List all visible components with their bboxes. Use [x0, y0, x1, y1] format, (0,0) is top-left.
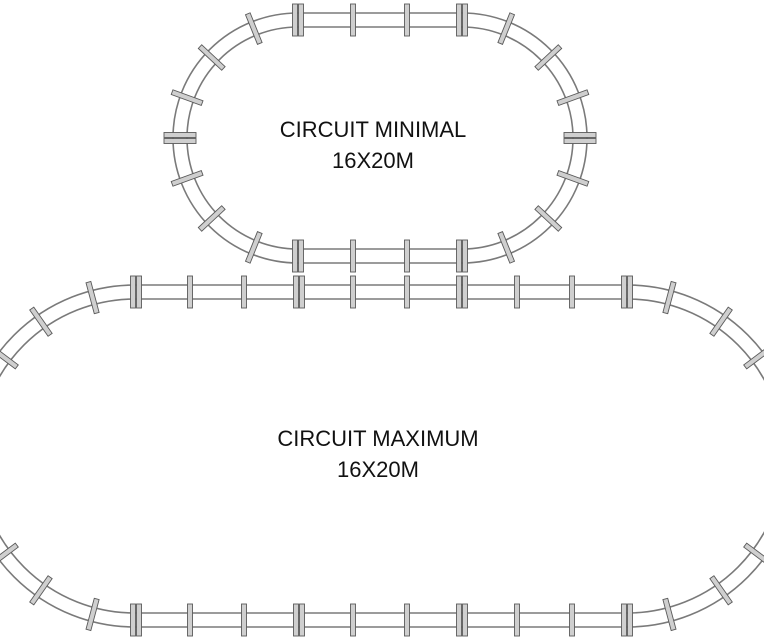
track-tie — [130, 603, 142, 637]
track-tie — [244, 12, 263, 45]
circuit-minimal-track — [163, 3, 597, 273]
circuit-maximum-track — [0, 275, 764, 637]
track-tie — [514, 603, 520, 637]
track-tie — [563, 132, 597, 144]
track-tie — [163, 132, 197, 144]
track-tie — [743, 542, 764, 567]
track-tie — [350, 603, 356, 637]
track-tie — [170, 169, 204, 187]
track-tie — [456, 603, 468, 637]
track-tie — [293, 275, 305, 309]
outer-rail — [0, 284, 764, 628]
track-tie — [0, 542, 19, 567]
inner-rail — [186, 26, 574, 250]
track-tie — [456, 239, 468, 273]
track-tie — [709, 575, 733, 606]
track-tie — [497, 12, 516, 45]
track-tie — [569, 275, 575, 309]
circuit-maximum-title: CIRCUIT MAXIMUM — [277, 426, 478, 451]
track-tie — [709, 306, 733, 337]
track-tie — [130, 275, 142, 309]
track-tie — [0, 345, 19, 370]
track-tie — [350, 3, 356, 37]
track-tie — [404, 603, 410, 637]
track-tie — [743, 345, 764, 370]
track-tie — [170, 89, 204, 107]
track-tie — [197, 44, 226, 71]
track-tie — [293, 603, 305, 637]
circuit-minimal-size: 16X20M — [332, 148, 414, 173]
track-tie — [404, 275, 410, 309]
track-tie — [241, 603, 247, 637]
track-tie — [197, 205, 226, 232]
track-tie — [29, 575, 53, 606]
track-tie — [621, 603, 633, 637]
track-tie — [662, 597, 677, 632]
circuit-minimal-title: CIRCUIT MINIMAL — [280, 117, 467, 142]
track-tie — [662, 280, 677, 315]
track-tie — [292, 239, 304, 273]
track-tie — [187, 603, 193, 637]
track-tie — [350, 275, 356, 309]
track-tie — [534, 205, 563, 232]
outer-rail — [172, 12, 588, 264]
track-tie — [497, 231, 516, 264]
track-tie — [569, 603, 575, 637]
track-tie — [456, 3, 468, 37]
track-tie — [292, 3, 304, 37]
track-tie — [241, 275, 247, 309]
track-tie — [514, 275, 520, 309]
track-tie — [29, 306, 53, 337]
track-tie — [350, 239, 356, 273]
track-tie — [404, 239, 410, 273]
track-tie — [404, 3, 410, 37]
circuit-maximum-size: 16X20M — [337, 457, 419, 482]
track-tie — [556, 169, 590, 187]
track-tie — [187, 275, 193, 309]
inner-rail — [0, 298, 764, 614]
track-tie — [85, 597, 100, 632]
track-tie — [621, 275, 633, 309]
track-tie — [556, 89, 590, 107]
track-tie — [244, 231, 263, 264]
track-tie — [534, 44, 563, 71]
track-tie — [85, 280, 100, 315]
track-tie — [456, 275, 468, 309]
